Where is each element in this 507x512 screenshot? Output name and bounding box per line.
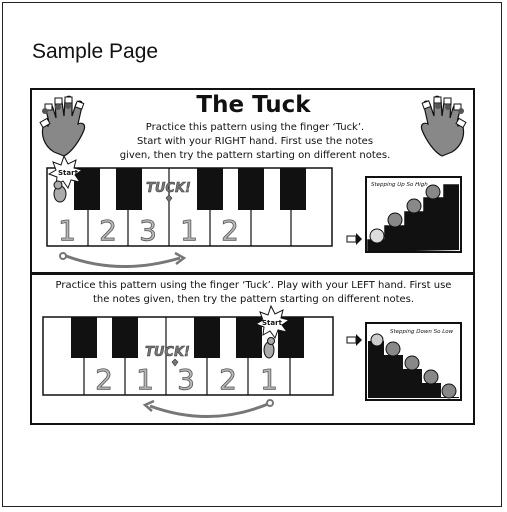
bottom-start-label: Start — [262, 319, 283, 327]
top-staircase-title: Stepping Up So High — [371, 182, 428, 188]
bottom-tuck-arrow-icon — [142, 399, 274, 418]
top-instruction-line: Start with your RIGHT hand. First use th… — [136, 136, 374, 147]
bottom-finger-number: 2 — [219, 363, 237, 396]
right-hand-icon — [420, 95, 467, 157]
top-mouse-icon — [53, 180, 67, 203]
bottom-tuck-label: TUCK! — [145, 345, 190, 360]
section-divider — [30, 272, 475, 275]
bottom-staircase-title: Stepping Down So Low — [390, 329, 454, 335]
top-tuck-arrow-icon — [59, 251, 187, 269]
top-finger-number: 1 — [58, 214, 76, 247]
page-frame — [2, 2, 502, 507]
top-tuck-label: TUCK! — [146, 181, 191, 196]
top-start-burst-icon — [47, 154, 84, 190]
top-staircase-box — [365, 176, 462, 253]
bottom-finger-number: 1 — [136, 363, 154, 396]
bottom-tuck-heart-icon — [171, 358, 179, 367]
bottom-arrow-right-icon — [346, 334, 362, 346]
top-tuck-heart-icon — [165, 194, 173, 203]
bottom-instruction-line: the notes given, then try the pattern st… — [92, 294, 415, 305]
top-finger-number: 2 — [99, 214, 117, 247]
top-arrow-right-icon — [346, 233, 362, 245]
worksheet-heading: The Tuck — [196, 92, 311, 118]
bottom-finger-number: 1 — [260, 363, 278, 396]
left-hand-icon — [39, 95, 86, 157]
top-finger-number: 2 — [221, 214, 239, 247]
bottom-finger-number: 3 — [177, 363, 195, 396]
top-start-label: Start — [58, 169, 79, 177]
page-title: Sample Page — [32, 40, 159, 63]
top-instructions: Practice this pattern using the finger ‘… — [100, 121, 410, 163]
bottom-staircase-box — [365, 322, 462, 401]
top-finger-number: 3 — [139, 214, 157, 247]
bottom-instructions: Practice this pattern using the finger ‘… — [36, 279, 471, 307]
bottom-instruction-line: Practice this pattern using the finger ‘… — [55, 280, 452, 291]
bottom-start-burst-icon — [254, 304, 291, 340]
top-keyboard — [46, 167, 333, 247]
top-instruction-line: Practice this pattern using the finger ‘… — [145, 122, 365, 133]
bottom-finger-number: 2 — [95, 363, 113, 396]
top-instruction-line: given, then try the pattern starting on … — [119, 150, 391, 161]
bottom-mouse-icon — [263, 337, 275, 359]
top-finger-number: 1 — [180, 214, 198, 247]
